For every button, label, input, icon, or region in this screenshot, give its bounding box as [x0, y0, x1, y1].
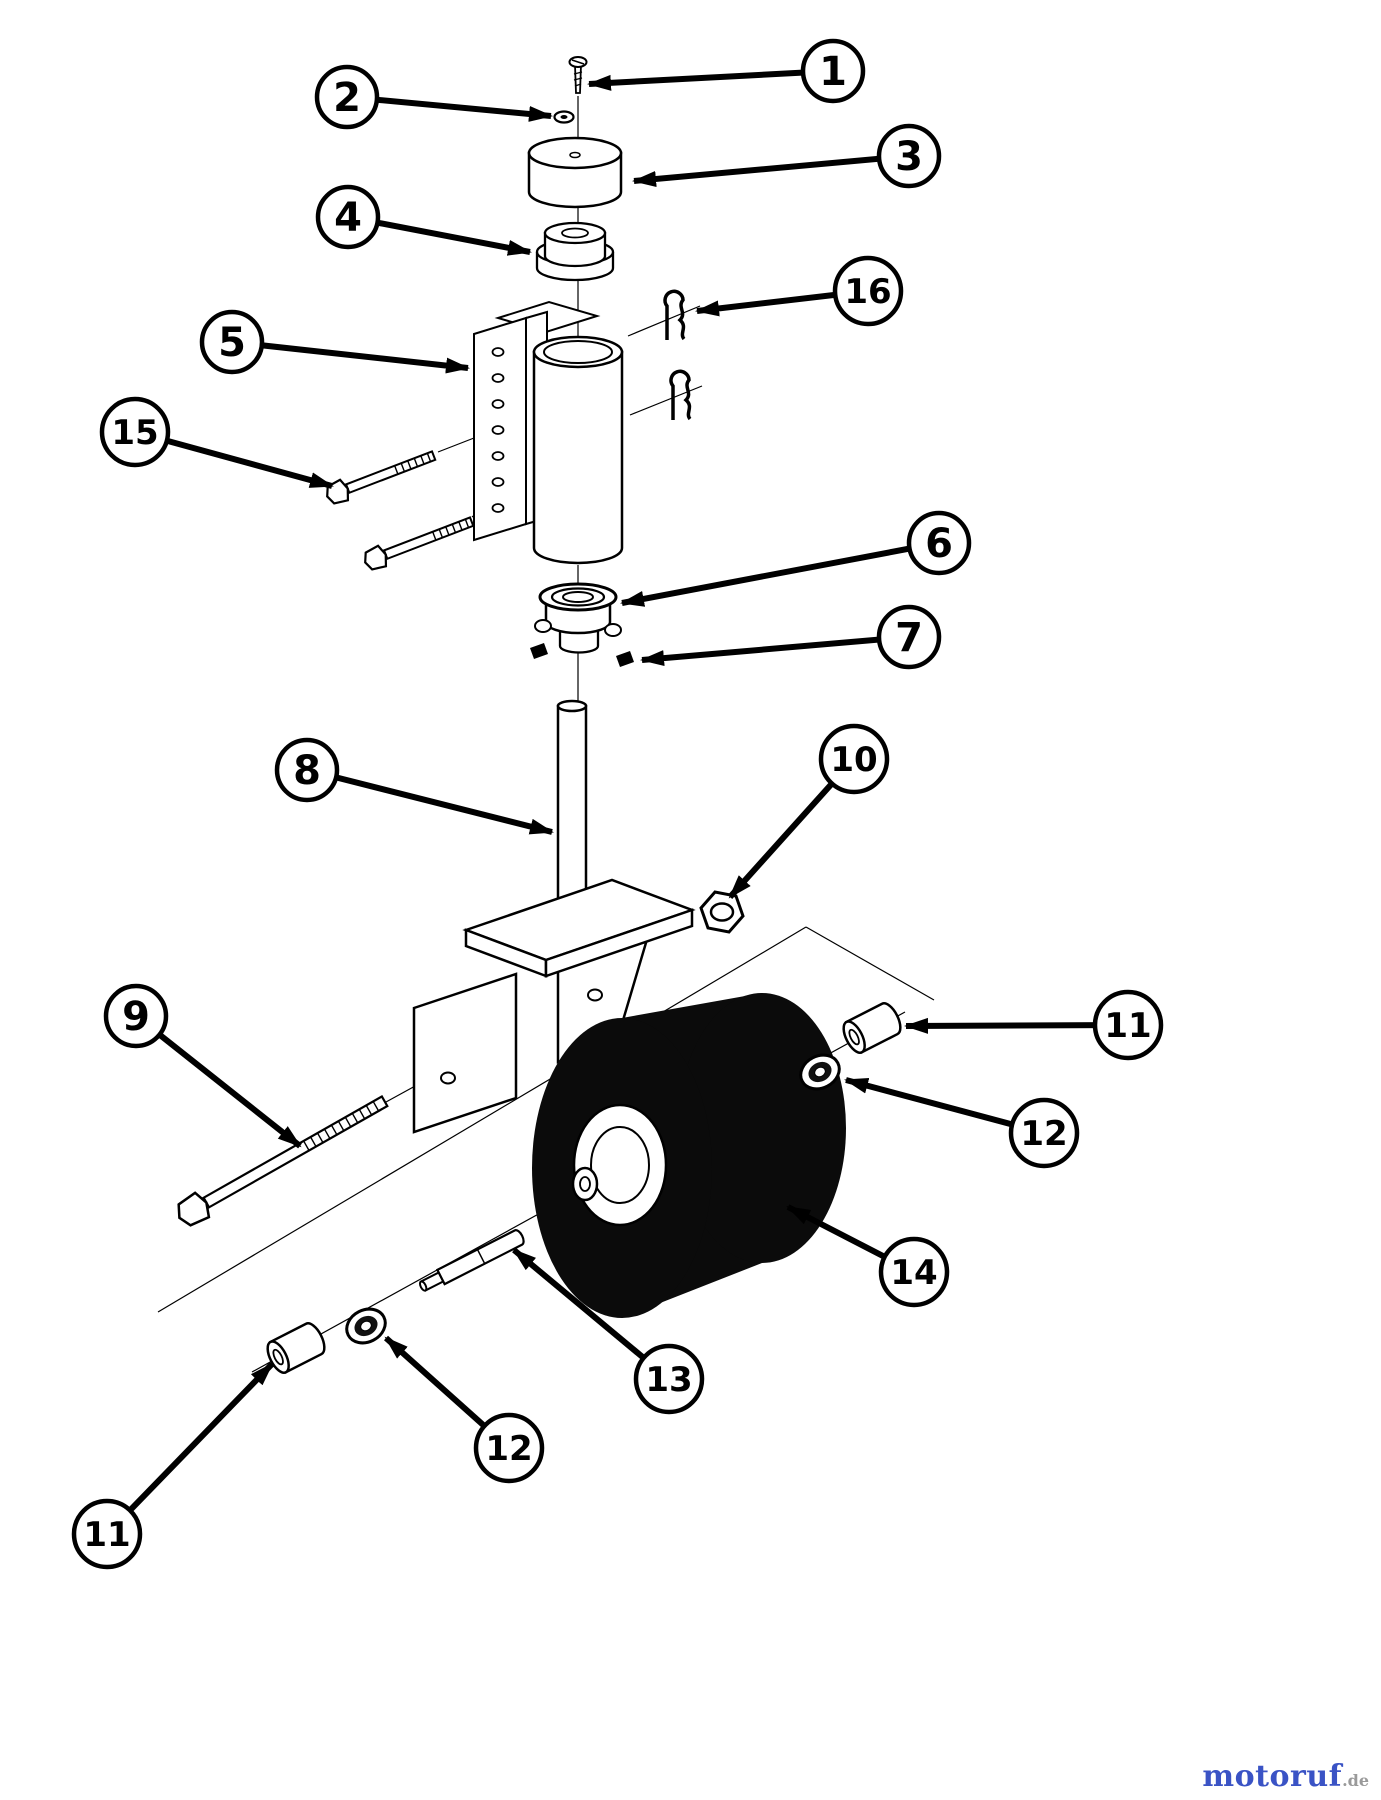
- callout-12-left: 12: [384, 1335, 545, 1484]
- callout-2: 2: [314, 64, 553, 130]
- callout-circle: [71, 1498, 143, 1570]
- callout-arrow: [346, 94, 553, 122]
- watermark-tld[interactable]: .de: [1342, 1771, 1369, 1790]
- callout-circle: [633, 1343, 705, 1415]
- part-12-bearing-right: [799, 1053, 841, 1091]
- callout-8: 8: [274, 737, 554, 835]
- part-3-cap: [527, 136, 623, 209]
- callout-12-right: 12: [844, 1077, 1080, 1169]
- callout-9: 9: [103, 983, 302, 1149]
- part-11-spacer-left: [266, 1322, 326, 1374]
- callout-number: 6: [925, 521, 953, 567]
- part-13-axle-spacer: [418, 1229, 525, 1292]
- callout-14: 14: [786, 1204, 950, 1308]
- callout-number: 2: [333, 75, 361, 121]
- part-15-bolts: [326, 450, 475, 571]
- callout-10: 10: [727, 723, 890, 900]
- callout-number: 11: [1104, 1006, 1151, 1046]
- callout-16: 16: [695, 255, 904, 327]
- callout-circle: [832, 255, 904, 327]
- callout-circle: [876, 123, 942, 189]
- part-14-wheel: [532, 993, 846, 1318]
- callout-number: 16: [844, 272, 891, 312]
- callout-arrow: [134, 1013, 302, 1149]
- callouts: 1 2 3 4 5 16 1: [71, 38, 1164, 1570]
- callout-circle: [1008, 1097, 1080, 1169]
- callout-number: 10: [830, 740, 877, 780]
- callout-11-right: 11: [904, 989, 1164, 1061]
- callout-circle: [199, 309, 265, 375]
- callout-arrow: [904, 1017, 1129, 1034]
- callout-number: 11: [83, 1515, 130, 1555]
- callout-number: 13: [645, 1360, 692, 1400]
- callout-circle: [878, 1236, 950, 1308]
- callout-arrow: [640, 634, 910, 667]
- callout-6: 6: [620, 510, 972, 607]
- callout-circle: [99, 396, 171, 468]
- callout-number: 12: [1020, 1114, 1067, 1154]
- callout-arrow: [587, 68, 834, 91]
- watermark[interactable]: motoruf.de: [1202, 1759, 1369, 1794]
- part-16-hairpin-clips: [663, 289, 692, 421]
- part-10-nut: [699, 890, 745, 934]
- callout-arrow: [104, 1361, 275, 1537]
- callout-arrow: [632, 153, 910, 187]
- callout-number: 8: [293, 748, 321, 794]
- callout-circle: [800, 38, 866, 104]
- part-4-bushing: [535, 221, 615, 282]
- callout-circle: [818, 723, 890, 795]
- callout-arrow: [231, 339, 470, 374]
- part-8-spindle: [556, 699, 588, 918]
- callout-number: 7: [895, 615, 923, 661]
- callout-number: 14: [890, 1253, 937, 1293]
- callout-circle: [906, 510, 972, 576]
- callout-arrow: [306, 767, 554, 835]
- callout-3: 3: [632, 123, 942, 189]
- callout-4: 4: [315, 184, 532, 256]
- callout-number: 12: [485, 1429, 532, 1469]
- callout-1: 1: [587, 38, 866, 104]
- callout-circle: [1092, 989, 1164, 1061]
- callout-circle: [473, 1412, 545, 1484]
- callout-circle: [103, 983, 169, 1049]
- callout-number: 4: [334, 195, 362, 241]
- callout-circle: [314, 64, 380, 130]
- callout-5: 5: [199, 309, 470, 375]
- part-11-spacer-right: [842, 1002, 902, 1054]
- callout-circle: [315, 184, 381, 250]
- callout-number: 9: [122, 994, 150, 1040]
- callout-number: 15: [111, 413, 158, 453]
- callout-arrow: [620, 540, 940, 607]
- caster-fork: [412, 878, 696, 1134]
- part-2-washer: [553, 110, 575, 124]
- callout-7: 7: [640, 604, 942, 670]
- callout-circle: [274, 737, 340, 803]
- part-1-screw: [568, 56, 588, 94]
- part-12-bearing-left: [345, 1307, 387, 1345]
- callout-15: 15: [99, 396, 334, 489]
- callout-number: 5: [218, 320, 246, 366]
- part-7-set-screws: [530, 643, 634, 667]
- callout-11-left: 11: [71, 1361, 275, 1570]
- callout-13: 13: [512, 1247, 705, 1415]
- pivot-tube: [532, 335, 624, 565]
- part-9-axle-bolt: [177, 1094, 389, 1227]
- callout-number: 1: [819, 49, 847, 95]
- callout-number: 3: [895, 134, 923, 180]
- watermark-brand[interactable]: motoruf: [1202, 1759, 1343, 1794]
- callout-circle: [876, 604, 942, 670]
- part-6-bearing: [534, 582, 622, 654]
